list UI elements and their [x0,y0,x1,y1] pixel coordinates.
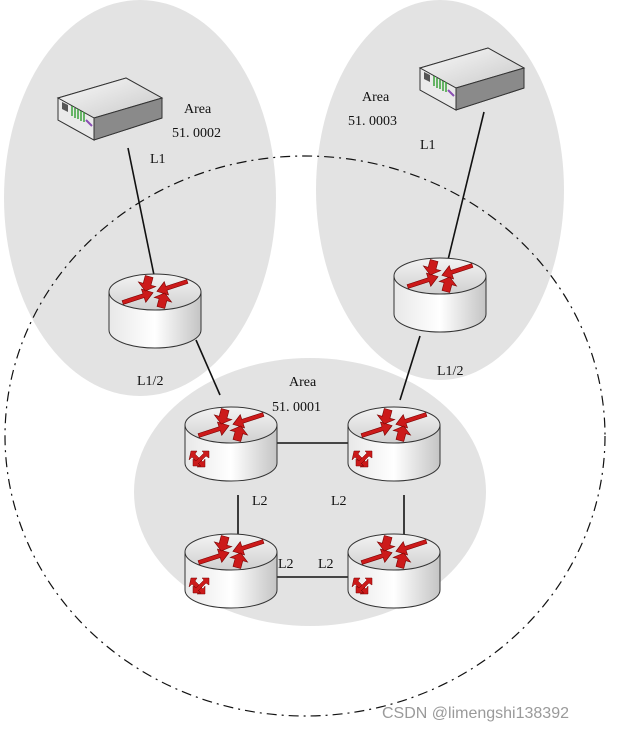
router-right-level-label: L1/2 [437,364,463,379]
area-51-0001-name: Area [289,375,317,390]
router-left-level-label: L1/2 [137,374,163,389]
link-label-l2-bottom-right: L2 [318,557,334,572]
link-router1-core-tl [195,339,221,396]
area-51-0003-number: 51. 0003 [348,114,397,129]
router-switch-icon[interactable] [348,407,440,481]
area-51-0001-number: 51. 0001 [272,400,321,415]
router-icon[interactable] [393,257,487,333]
router-switch-icon[interactable] [185,534,277,608]
router-switch-icon[interactable] [185,407,277,481]
link-host1-router1 [127,147,156,281]
area-51-0003-level: L1 [420,138,436,153]
area-51-0002-name: Area [184,102,212,117]
link-host2-router2 [446,111,485,265]
area-51-0002-level: L1 [150,152,166,167]
area-51-0002-number: 51. 0002 [172,126,221,141]
link-router2-core-tr [399,335,421,401]
link-label-l2-mid: L2 [331,494,347,509]
backbone-boundary [4,155,606,717]
link-label-l2-bottom-left: L2 [278,557,294,572]
area-51-0003-name: Area [362,90,390,105]
router-switch-icon[interactable] [348,534,440,608]
router-icon[interactable] [108,273,202,349]
links [127,111,485,578]
watermark: CSDN @limengshi138392 [382,705,569,722]
link-label-l2-left: L2 [252,494,268,509]
